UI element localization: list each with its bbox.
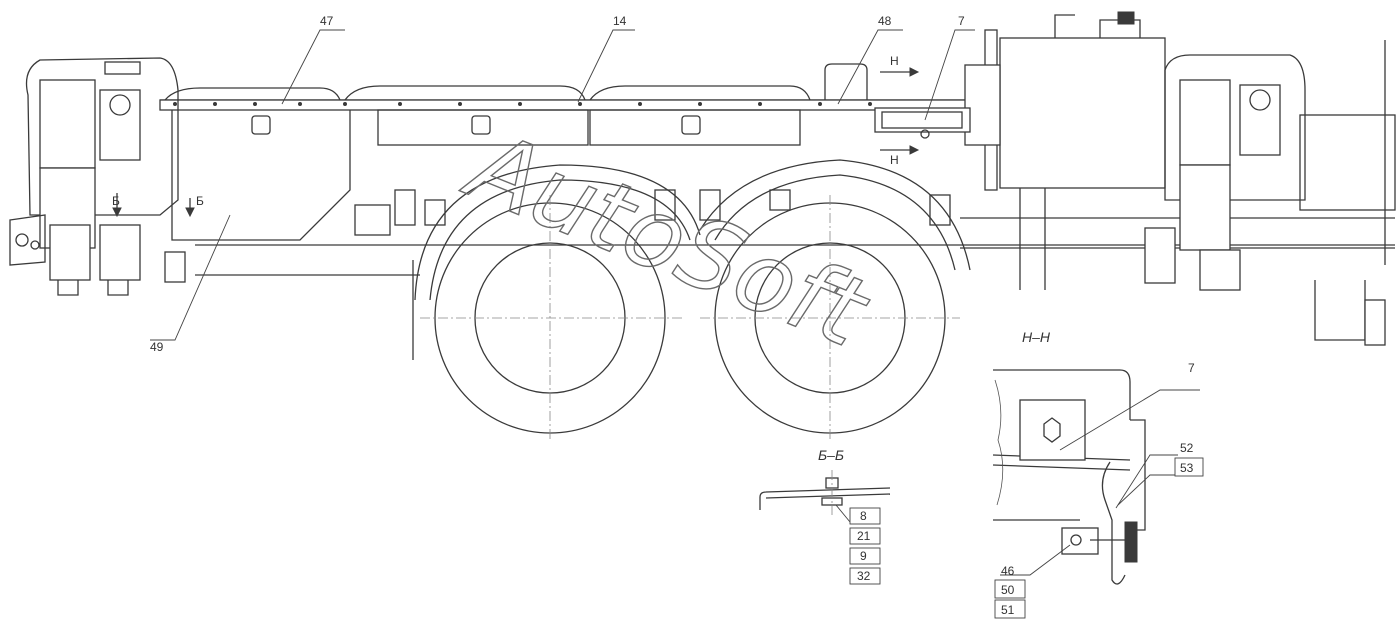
section-mark-n-bottom: Н [890, 153, 899, 167]
callout-50: 50 [1001, 583, 1015, 597]
callout-9: 9 [860, 549, 867, 563]
callout-21: 21 [857, 529, 871, 543]
callout-53: 53 [1180, 461, 1194, 475]
rail-bolts [173, 102, 872, 106]
callout-14: 14 [613, 14, 627, 28]
rear-mount-assembly [1144, 40, 1396, 346]
watermark-logo: AutoSoft [450, 108, 884, 370]
callout-51: 51 [1001, 603, 1015, 617]
section-mark-n-top: Н [890, 54, 899, 68]
callout-46: 46 [1001, 564, 1015, 578]
callout-32: 32 [857, 569, 871, 583]
front-cab-mount-assembly [9, 57, 186, 296]
callout-48: 48 [878, 14, 892, 28]
callout-47: 47 [320, 14, 334, 28]
callout-7-section: 7 [1188, 361, 1195, 375]
chassis-side-view [9, 11, 1396, 440]
section-mark-b-right: Б [196, 194, 204, 208]
section-hh-view [992, 369, 1204, 619]
rear-wheels [412, 195, 960, 440]
fuel-tank-assembly [964, 11, 1166, 290]
callout-7-top: 7 [958, 14, 965, 28]
section-bb-view [759, 470, 891, 585]
section-marks: Н Н Б Б Н–Н Б–Б [112, 54, 1051, 463]
callout-49: 49 [150, 340, 164, 354]
section-title-bb: Б–Б [818, 447, 844, 463]
callout-52: 52 [1180, 441, 1194, 455]
callout-8: 8 [860, 509, 867, 523]
section-title-hh: Н–Н [1022, 329, 1051, 345]
section-mark-b-left: Б [112, 194, 120, 208]
callout-labels: 47 14 48 7 49 7 52 53 46 50 51 8 21 9 32 [150, 14, 1195, 617]
